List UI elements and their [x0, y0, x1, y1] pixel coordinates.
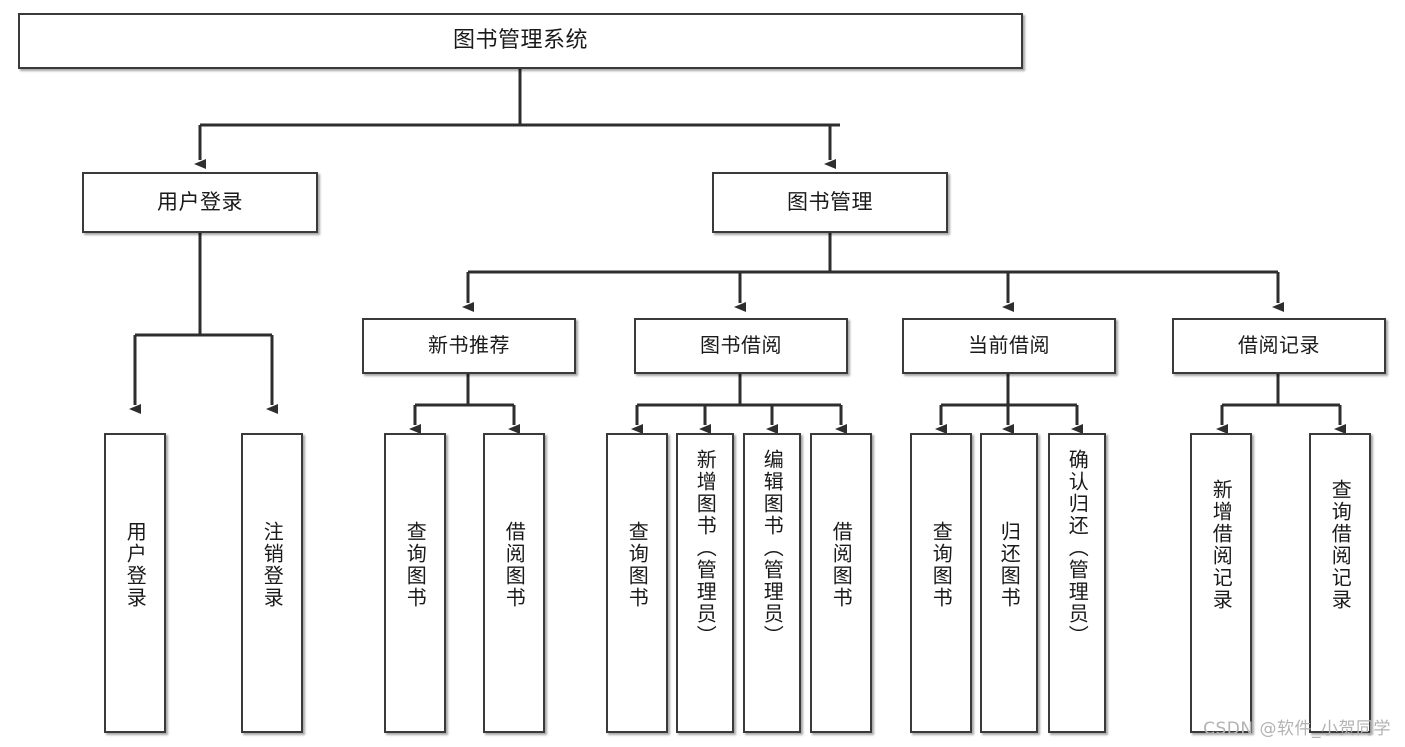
node-borrow-record[interactable]: 借阅记录: [1172, 318, 1386, 374]
node-book-borrow[interactable]: 图书借阅: [634, 318, 848, 374]
leaf-query-book-current[interactable]: 查询图书: [910, 433, 972, 733]
node-borrow-record-label: 借阅记录: [1238, 333, 1320, 358]
leaf-query-book-current-label: 查询图书: [929, 521, 954, 609]
node-user-login-label: 用户登录: [157, 190, 243, 215]
leaf-add-borrow-record[interactable]: 新增借阅记录: [1190, 433, 1252, 733]
leaf-confirm-return-label: 确认归还（管理员）: [1065, 449, 1090, 647]
leaf-query-borrow-record[interactable]: 查询借阅记录: [1309, 433, 1371, 733]
leaf-logout-label: 注销登录: [260, 521, 285, 609]
leaf-borrow-book-label: 借阅图书: [829, 521, 854, 609]
leaf-confirm-return[interactable]: 确认归还（管理员）: [1048, 433, 1106, 733]
leaf-user-login[interactable]: 用户登录: [104, 433, 166, 733]
node-current-borrow-label: 当前借阅: [968, 333, 1050, 358]
leaf-query-book-recommend[interactable]: 查询图书: [384, 433, 446, 733]
leaf-edit-book[interactable]: 编辑图书（管理员）: [743, 433, 801, 733]
leaf-return-book-label: 归还图书: [997, 521, 1022, 609]
leaf-query-book-borrow[interactable]: 查询图书: [606, 433, 668, 733]
leaf-add-borrow-record-label: 新增借阅记录: [1209, 479, 1234, 611]
leaf-user-login-label: 用户登录: [123, 521, 148, 609]
leaf-add-book-label: 新增图书（管理员）: [693, 449, 718, 647]
node-user-login[interactable]: 用户登录: [82, 172, 318, 233]
node-book-management[interactable]: 图书管理: [712, 172, 948, 233]
leaf-borrow-book-recommend-label: 借阅图书: [502, 521, 527, 609]
leaf-query-borrow-record-label: 查询借阅记录: [1328, 479, 1353, 611]
node-book-management-label: 图书管理: [787, 190, 873, 215]
leaf-borrow-book[interactable]: 借阅图书: [810, 433, 872, 733]
leaf-query-book-borrow-label: 查询图书: [625, 521, 650, 609]
node-root-label: 图书管理系统: [452, 28, 588, 54]
node-new-book-recommend[interactable]: 新书推荐: [362, 318, 576, 374]
leaf-return-book[interactable]: 归还图书: [980, 433, 1038, 733]
leaf-edit-book-label: 编辑图书（管理员）: [760, 449, 785, 647]
watermark: CSDN @软件_小贺同学: [1203, 719, 1391, 739]
node-root[interactable]: 图书管理系统: [18, 13, 1023, 69]
leaf-add-book[interactable]: 新增图书（管理员）: [676, 433, 734, 733]
leaf-query-book-recommend-label: 查询图书: [403, 521, 428, 609]
node-new-book-recommend-label: 新书推荐: [428, 333, 510, 358]
node-current-borrow[interactable]: 当前借阅: [902, 318, 1116, 374]
leaf-borrow-book-recommend[interactable]: 借阅图书: [483, 433, 545, 733]
node-book-borrow-label: 图书借阅: [700, 333, 782, 358]
leaf-logout[interactable]: 注销登录: [241, 433, 303, 733]
